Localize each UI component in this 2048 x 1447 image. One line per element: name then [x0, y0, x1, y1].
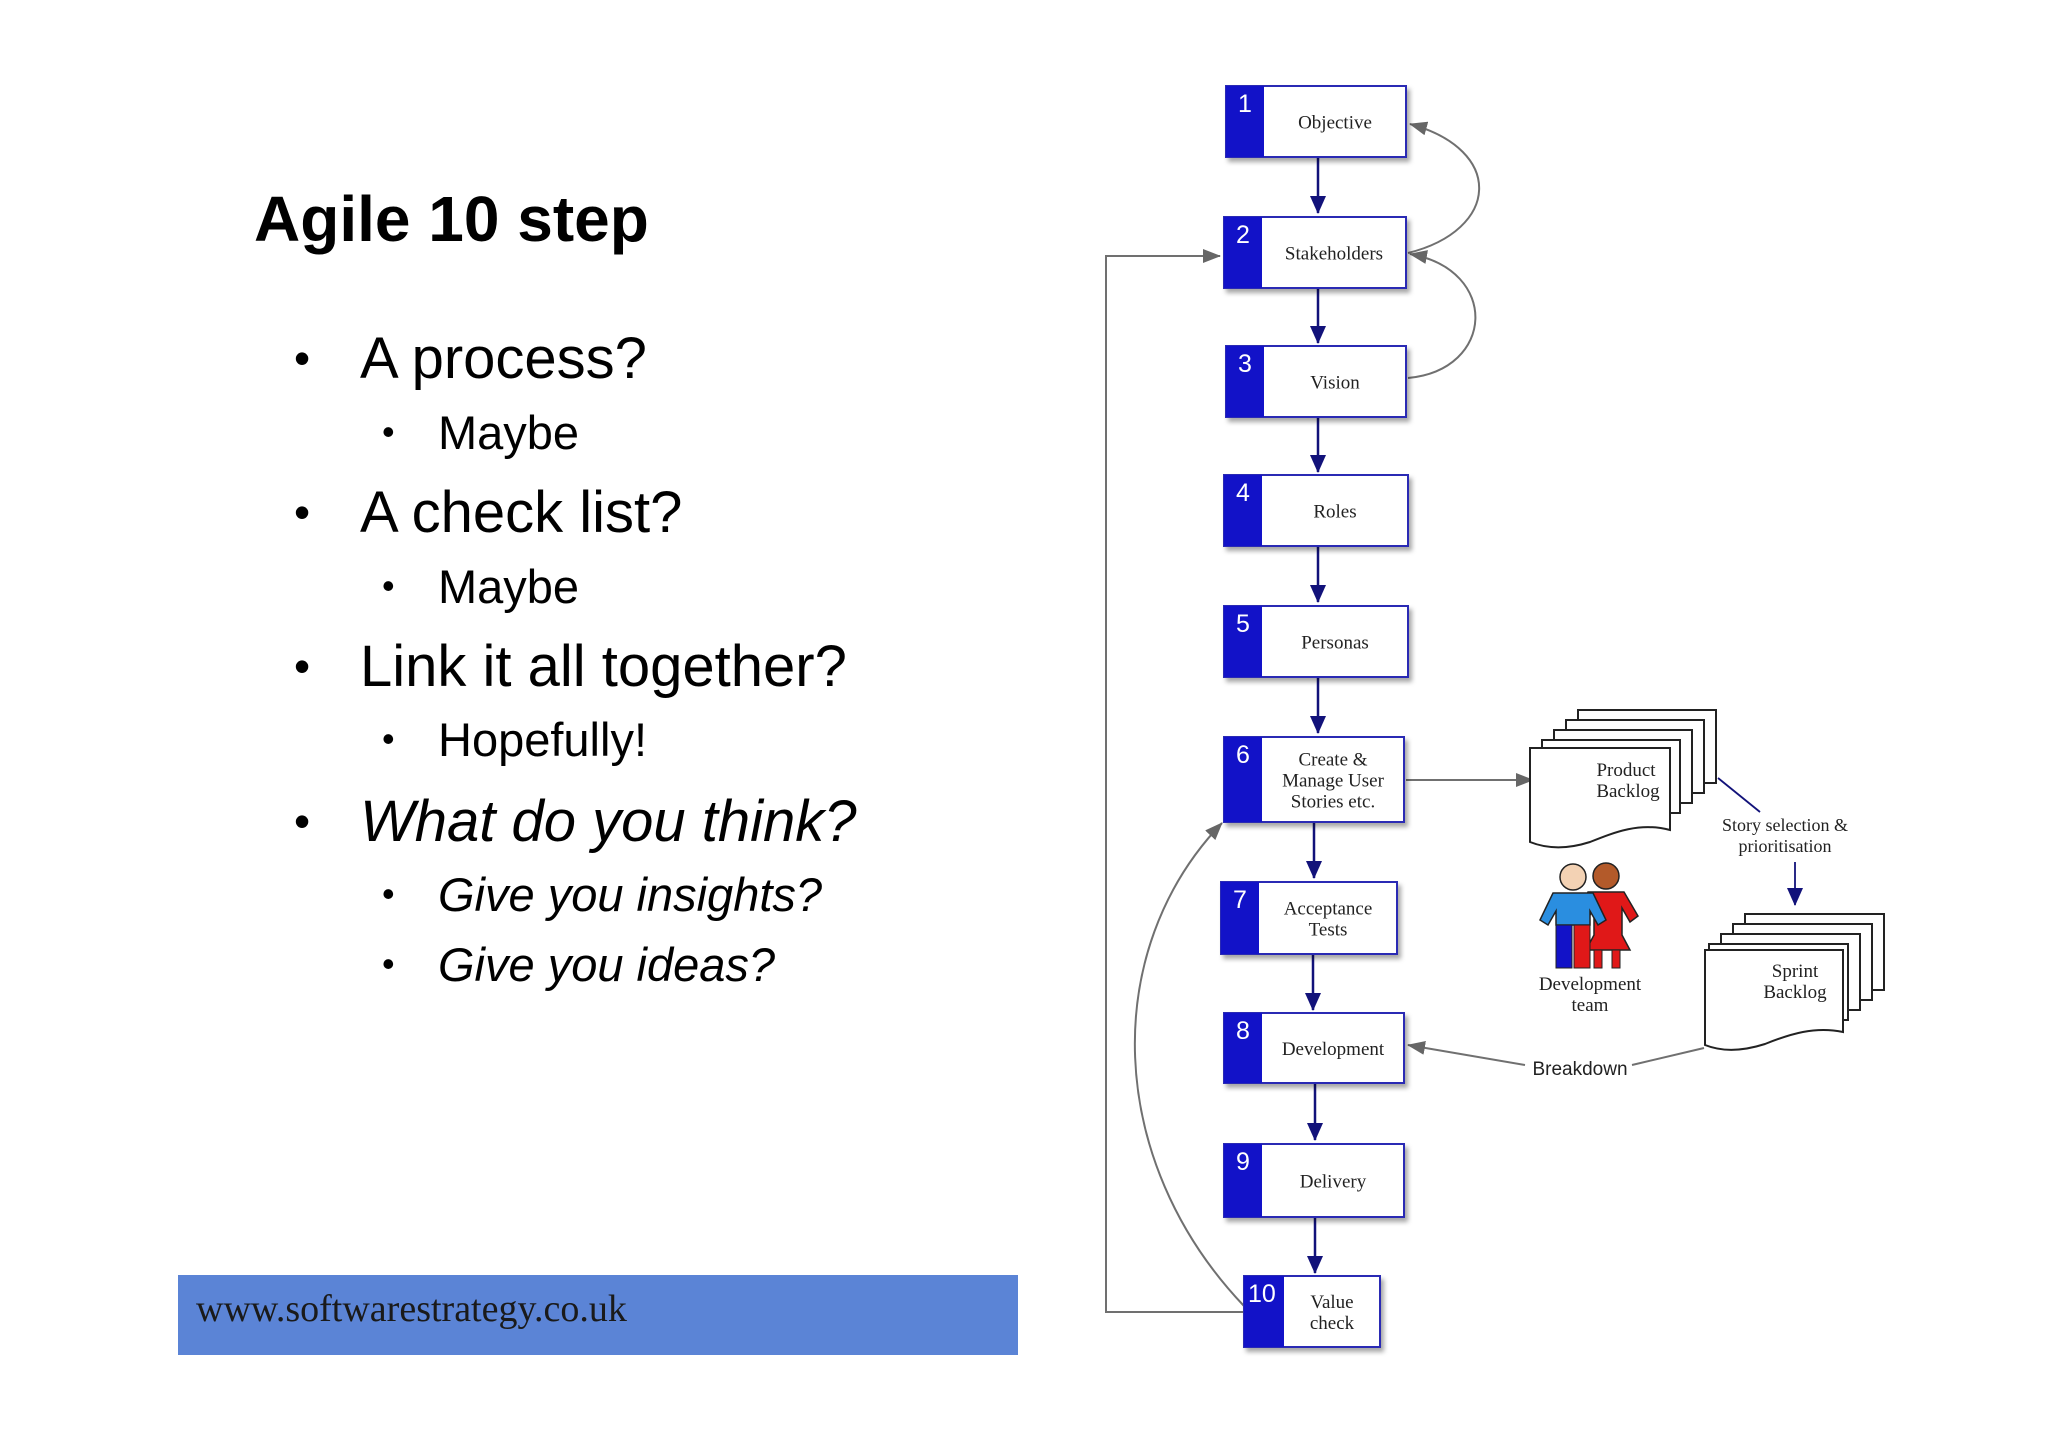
- step-number-tab: [1224, 1144, 1262, 1217]
- step-label: Manage User: [1282, 771, 1384, 792]
- step-label: Objective: [1298, 113, 1372, 134]
- step-number: 5: [1236, 610, 1250, 638]
- arrow-selection-line: [1717, 777, 1761, 813]
- step-label: Stakeholders: [1285, 244, 1383, 265]
- development-team-label-1: Development: [1539, 974, 1642, 995]
- step-number: 4: [1236, 479, 1250, 507]
- step-label: Tests: [1309, 920, 1348, 941]
- bullet-item: A check list?: [360, 480, 683, 545]
- flow-connectors: [1105, 121, 1803, 1313]
- step-number: 6: [1236, 741, 1250, 769]
- sprint-backlog-label-1: Sprint: [1772, 961, 1819, 982]
- sprint-backlog-stack: Sprint Backlog: [1704, 913, 1885, 1051]
- bullet-dot: •: [294, 332, 311, 384]
- step-label: check: [1310, 1313, 1355, 1334]
- step-label: Vision: [1310, 373, 1360, 394]
- bullet-item: What do you think?: [360, 789, 857, 854]
- sprint-backlog-label-2: Backlog: [1763, 982, 1827, 1003]
- sub-bullet-dot: •: [382, 943, 395, 984]
- sub-bullet-item: Hopefully!: [438, 713, 647, 766]
- sub-bullet-dot: •: [382, 718, 395, 759]
- bullet-item: A process?: [360, 326, 647, 391]
- step-number-tab: [1224, 475, 1262, 546]
- step-number-tab: [1224, 606, 1262, 677]
- step-number: 9: [1236, 1148, 1250, 1176]
- breakdown-label: Breakdown: [1532, 1059, 1627, 1080]
- development-team-icon: [1539, 862, 1639, 969]
- story-selection-label-1: Story selection &: [1722, 815, 1848, 835]
- step-label: Roles: [1313, 502, 1356, 523]
- step-number: 8: [1236, 1017, 1250, 1045]
- step-label: Create &: [1298, 750, 1367, 771]
- bullet-dot: •: [294, 795, 311, 847]
- sub-bullet-dot: •: [382, 565, 395, 606]
- step-label: Acceptance: [1284, 899, 1373, 920]
- step-label: Value: [1310, 1292, 1353, 1313]
- step-number: 1: [1238, 90, 1252, 118]
- step-number-tab: [1224, 737, 1262, 822]
- arrow-breakdown: [1408, 1045, 1705, 1066]
- step-label: Personas: [1301, 633, 1369, 654]
- step-number-tab: [1226, 346, 1264, 417]
- step-label: Stories etc.: [1291, 792, 1375, 813]
- bullet-item: Link it all together?: [360, 634, 847, 699]
- loop-vision-stakeholders: [1407, 250, 1477, 379]
- product-backlog-label-2: Backlog: [1596, 781, 1660, 802]
- step-number-tab: [1224, 217, 1262, 288]
- step-label: Delivery: [1300, 1172, 1367, 1193]
- step-number-tab: [1226, 86, 1264, 157]
- sub-bullet-dot: •: [382, 873, 395, 914]
- step-number-tab: [1224, 1013, 1262, 1083]
- sub-bullet-item: Maybe: [438, 560, 580, 613]
- step-number: 7: [1233, 886, 1247, 914]
- sub-bullet-item: Give you insights?: [438, 868, 823, 921]
- footer-url[interactable]: www.softwarestrategy.co.uk: [196, 1288, 627, 1330]
- development-team-label-2: team: [1572, 995, 1609, 1016]
- loop-valuecheck-stories: [1133, 822, 1245, 1307]
- bullet-dot: •: [294, 486, 311, 538]
- step-number: 2: [1236, 221, 1250, 249]
- sub-bullet-item: Give you ideas?: [438, 938, 776, 991]
- bullet-dot: •: [294, 640, 311, 692]
- slide-title: Agile 10 step: [254, 183, 649, 255]
- bullet-list: • A process? • Maybe • A check list? • Maybe • Li…: [0, 0, 1000, 1100]
- loop-valuecheck-stakeholders: [1105, 249, 1244, 1313]
- story-selection-label-2: prioritisation: [1739, 836, 1832, 856]
- sub-bullet-item: Maybe: [438, 406, 580, 459]
- step-number: 3: [1238, 350, 1252, 378]
- step-number-tab: [1221, 882, 1259, 954]
- step-number-tab: [1244, 1276, 1284, 1347]
- step-label: Development: [1282, 1039, 1385, 1060]
- step-number: 10: [1248, 1280, 1276, 1308]
- loop-stakeholders-objective: [1407, 121, 1481, 254]
- product-backlog-label-1: Product: [1596, 760, 1656, 781]
- product-backlog-stack: Product Backlog: [1529, 709, 1717, 849]
- sub-bullet-dot: •: [382, 411, 395, 452]
- footer-bar: www.softwarestrategy.co.uk: [178, 1275, 1018, 1355]
